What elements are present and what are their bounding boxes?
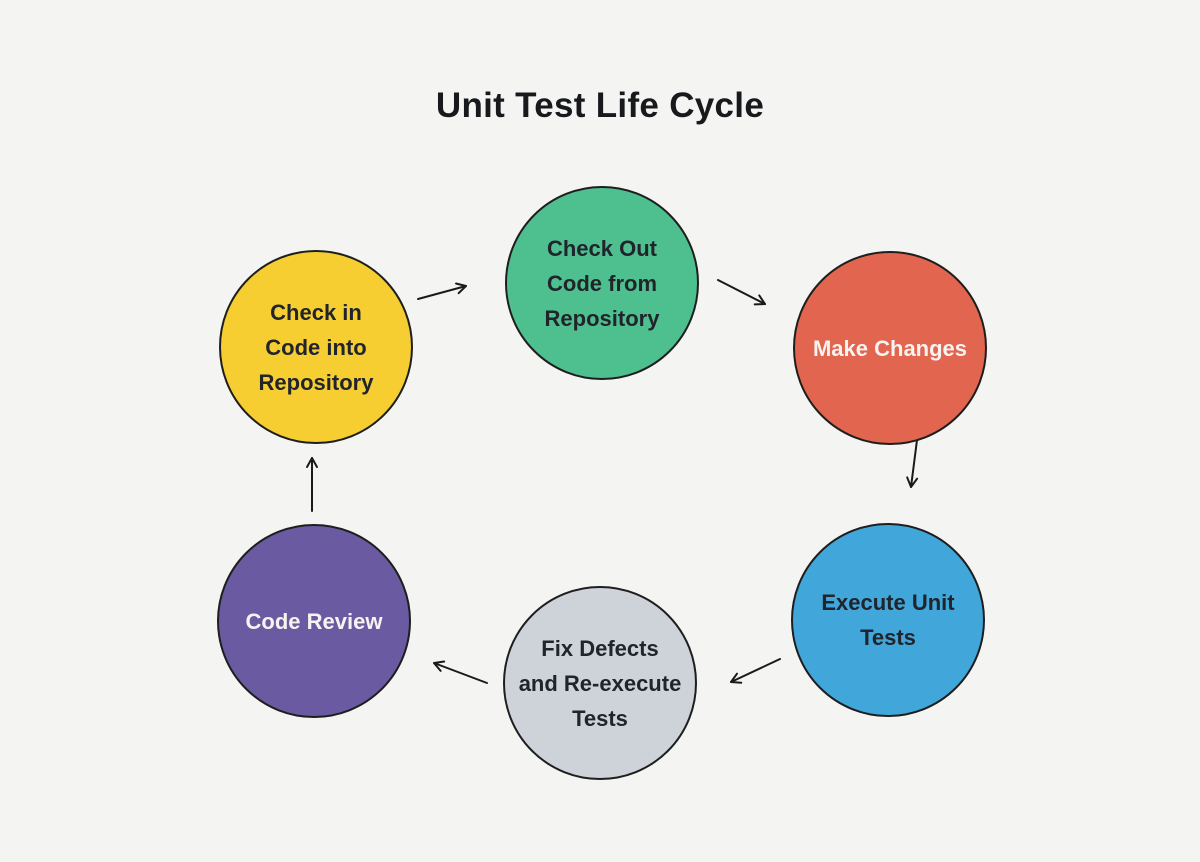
node-check-in-code: Check in Code into Repository	[219, 250, 413, 444]
node-fix-defects: Fix Defects and Re-execute Tests	[503, 586, 697, 780]
node-label-line: Tests	[572, 705, 628, 731]
node-label-line: Fix Defects	[541, 635, 659, 661]
node-label-line: Code from	[547, 270, 657, 296]
arrow-check-in-to-check-out	[417, 282, 467, 300]
arrow-check-out-to-make-changes	[717, 279, 766, 306]
node-label-line: Repository	[258, 369, 374, 395]
diagram-title: Unit Test Life Cycle	[435, 86, 765, 125]
node-label-line: Tests	[860, 625, 916, 650]
arrow-fix-defects-to-code-review	[433, 660, 488, 684]
node-label-line: Execute Unit	[821, 590, 955, 615]
node-label-line: Check Out	[546, 235, 658, 261]
arrow-execute-to-fix-defects	[730, 658, 781, 684]
node-label-line: Code into	[265, 334, 367, 360]
node-code-review: Code Review	[217, 524, 411, 718]
node-label-line: and Re-execute	[518, 670, 682, 696]
node-make-changes: Make Changes	[793, 251, 987, 445]
node-label-line: Make Changes	[812, 335, 968, 361]
arrow-make-changes-to-execute	[906, 439, 919, 488]
node-label-line: Repository	[544, 305, 660, 331]
node-label-line: Code Review	[245, 608, 383, 634]
node-check-out-code: Check Out Code from Repository	[505, 186, 699, 380]
node-execute-unit-tests: Execute Unit Tests	[791, 523, 985, 717]
node-label-line: Check in	[270, 299, 362, 325]
